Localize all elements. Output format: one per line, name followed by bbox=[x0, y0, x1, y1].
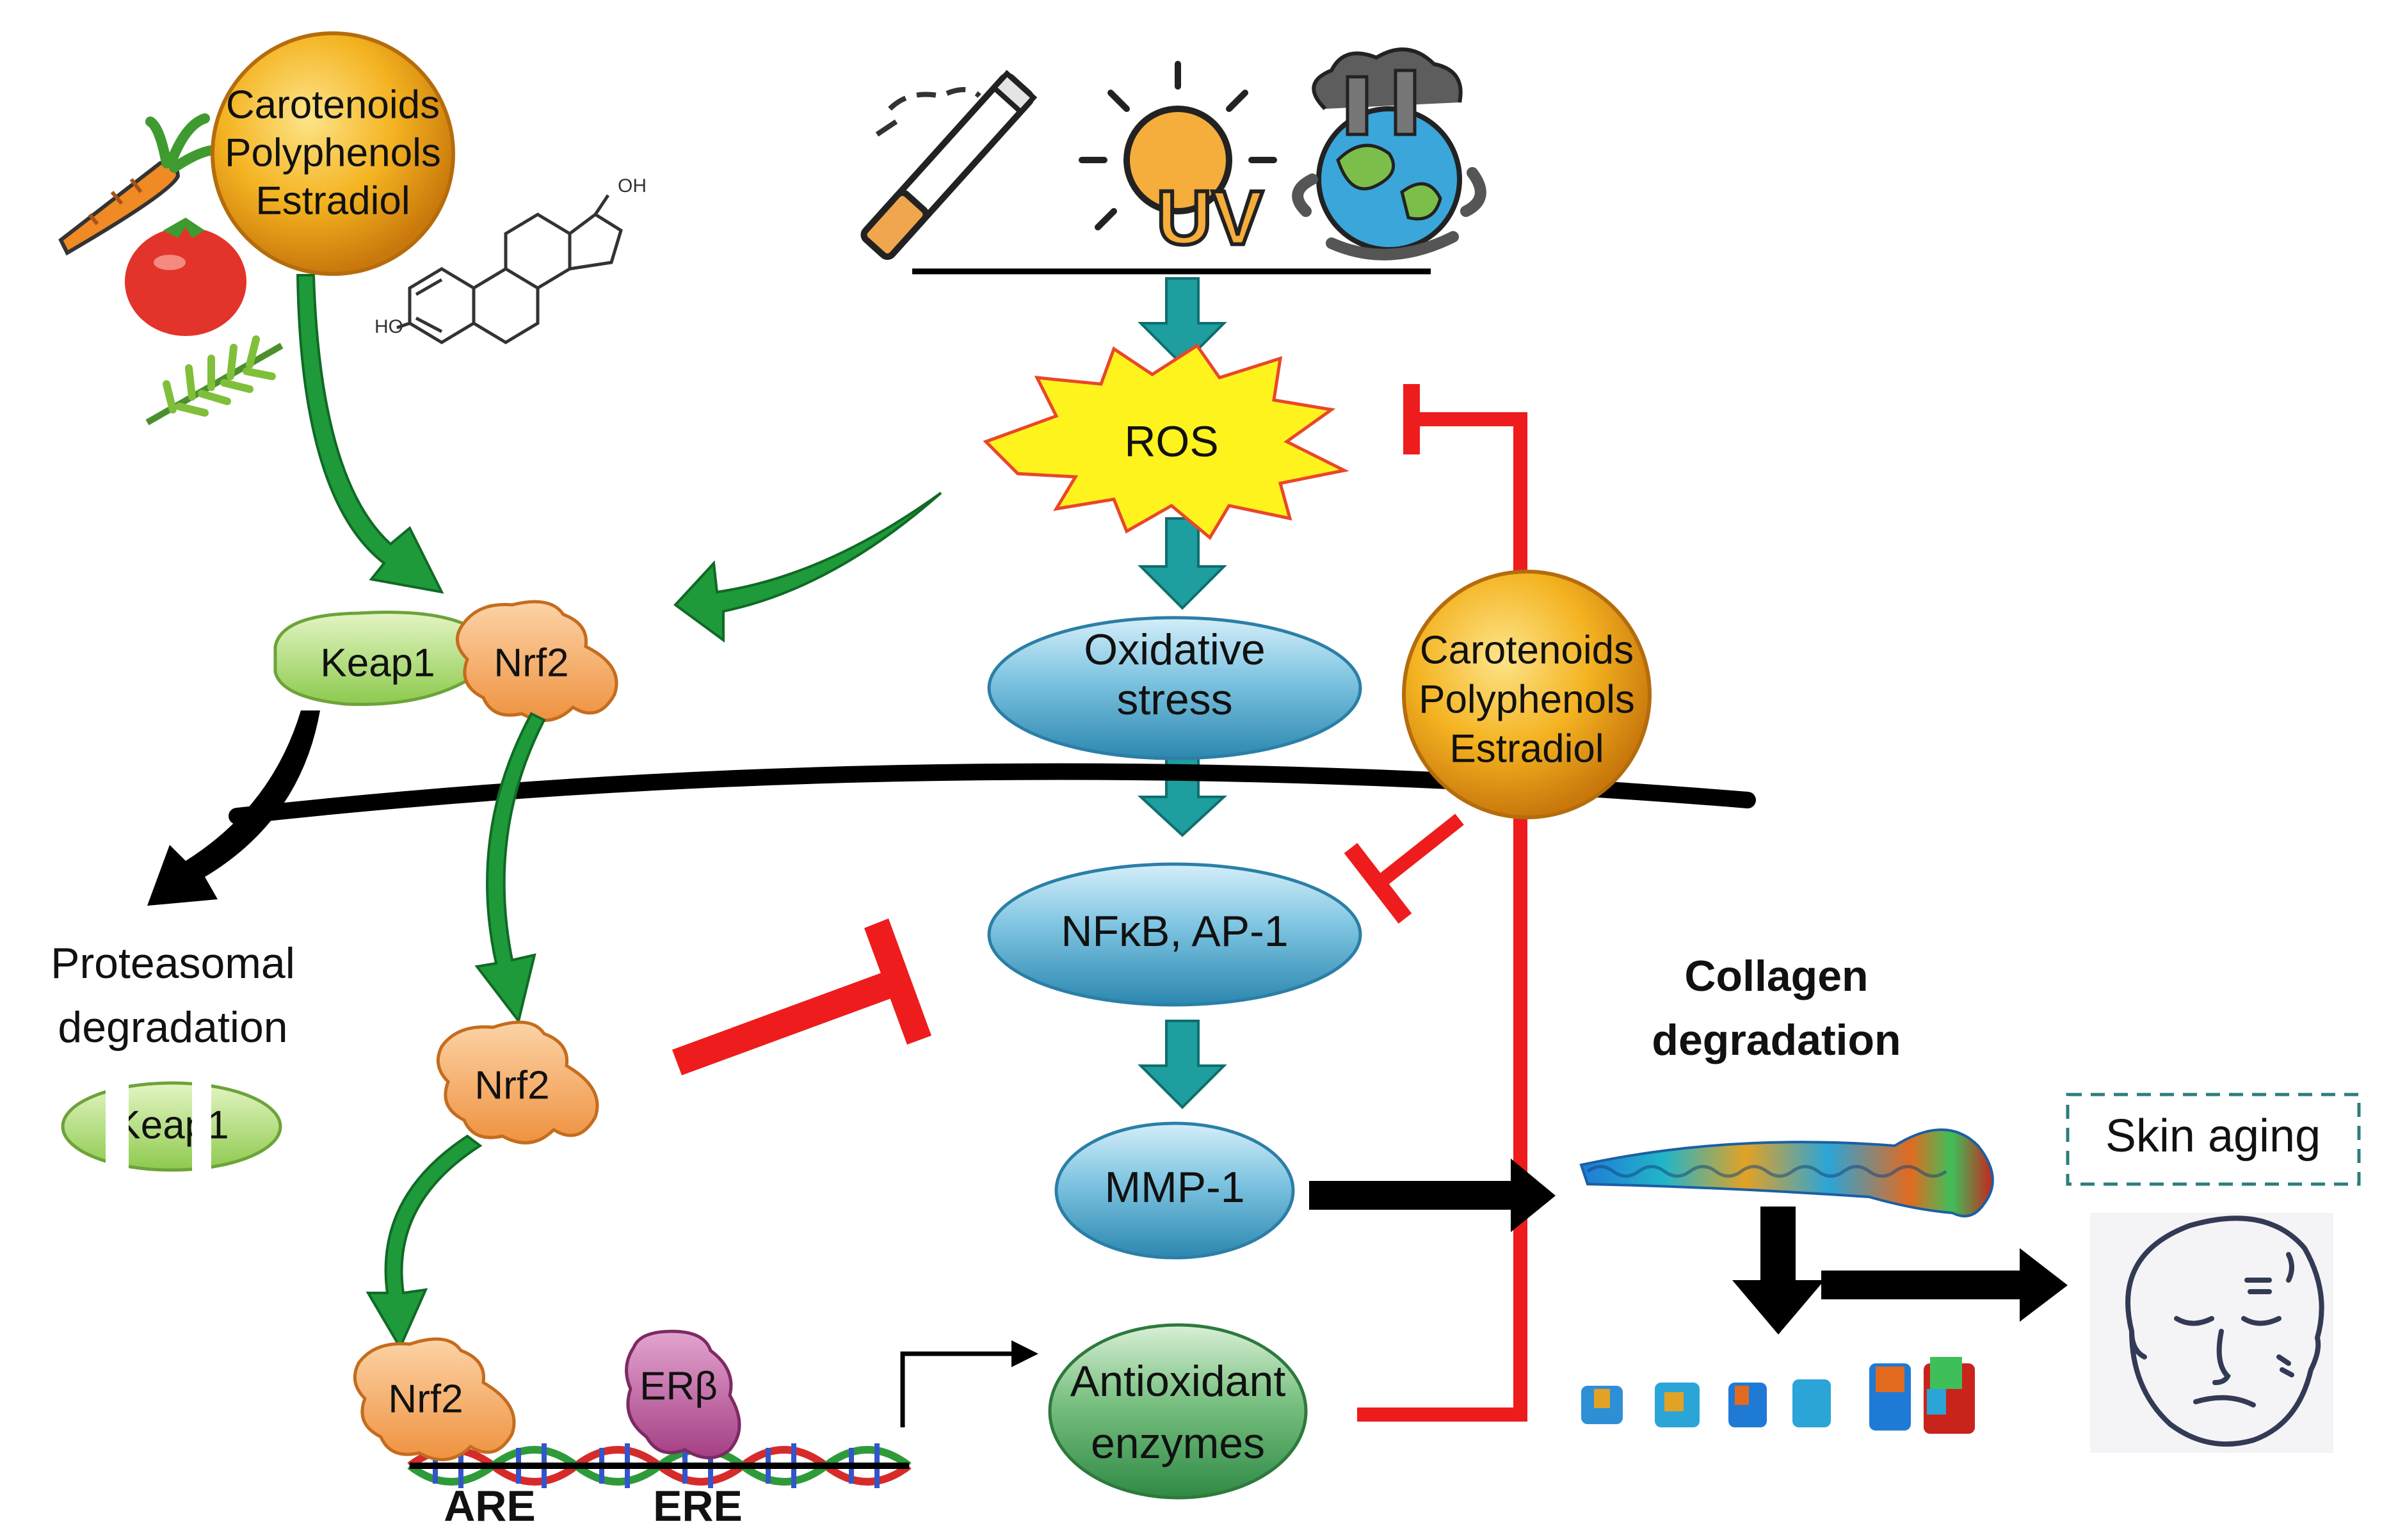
arrow-nfkb-to-mmp1 bbox=[1138, 1020, 1227, 1109]
black-arrow-keap1-to-degradation bbox=[147, 710, 320, 906]
keap1-degraded-label: Keap1 bbox=[114, 1103, 229, 1147]
skin-aging-box: Skin aging bbox=[2066, 1093, 2361, 1186]
nfkb-ap1-node: NFκB, AP-1 bbox=[987, 862, 1362, 1007]
collagen-label-2: degradation bbox=[1652, 1016, 1901, 1064]
proteasomal-label-2: degradation bbox=[58, 1003, 287, 1052]
mmp1-node: MMP-1 bbox=[1054, 1121, 1295, 1260]
rosemary-icon bbox=[145, 335, 284, 426]
arrow-oxstress-to-nfkb bbox=[1137, 754, 1228, 837]
proteasomal-degradation: Proteasomal degradation bbox=[51, 939, 295, 1052]
compound-polyphenols: Polyphenols bbox=[225, 131, 441, 175]
pollution-earth-icon bbox=[1292, 47, 1486, 261]
estradiol-oh-label: OH bbox=[618, 175, 647, 197]
collagen-label-1: Collagen bbox=[1684, 952, 1868, 1000]
compounds-inhibit-nfkb bbox=[1344, 814, 1464, 924]
erb-label: ERβ bbox=[640, 1364, 718, 1408]
dna-helix bbox=[407, 1443, 912, 1488]
ere-label: ERE bbox=[653, 1482, 743, 1530]
estradiol-structure: OH HO bbox=[374, 175, 647, 344]
nrf2-label-bound: Nrf2 bbox=[388, 1377, 463, 1421]
nfkb-ap1-label: NFκB, AP-1 bbox=[1061, 907, 1288, 956]
oxidative-stress-node: Oxidative stress bbox=[987, 616, 1362, 760]
arrow-stressors-to-ros bbox=[1138, 277, 1227, 367]
arrow-to-skin-aging bbox=[1821, 1248, 2068, 1322]
uv-label: UV bbox=[1157, 175, 1264, 261]
compound-estradiol-right: Estradiol bbox=[1449, 726, 1604, 771]
compounds-ball-top: Carotenoids Polyphenols Estradiol bbox=[211, 31, 455, 276]
oxidative-stress-label-2: stress bbox=[1116, 675, 1232, 724]
cigarette-icon bbox=[860, 70, 1038, 260]
compound-polyphenols-right: Polyphenols bbox=[1419, 677, 1635, 721]
nrf2-label-free: Nrf2 bbox=[474, 1063, 549, 1107]
collagen-fragments bbox=[1581, 1357, 1975, 1434]
antioxidant-inhibits-ros bbox=[1357, 384, 1527, 1422]
antioxidant-enzymes-node: Antioxidant enzymes bbox=[1048, 1323, 1308, 1500]
aged-face-icon bbox=[2090, 1213, 2333, 1453]
tomato-icon bbox=[125, 218, 246, 336]
uv-sun-icon: UV bbox=[1079, 61, 1277, 263]
keap1-nrf2-complex: Keap1 Nrf2 bbox=[273, 600, 618, 722]
antioxidant-label-1: Antioxidant bbox=[1070, 1357, 1286, 1406]
green-arrow-compounds-to-complex bbox=[296, 274, 444, 594]
erb-dna-bound: ERβ bbox=[625, 1329, 741, 1459]
ros-label: ROS bbox=[1124, 417, 1218, 466]
collagen-intact bbox=[1579, 1128, 1994, 1217]
mmp1-label: MMP-1 bbox=[1104, 1163, 1244, 1212]
compounds-ball-right: Carotenoids Polyphenols Estradiol bbox=[1402, 570, 1652, 819]
keap1-degraded: Keap1 bbox=[61, 1075, 282, 1178]
proteasomal-label-1: Proteasomal bbox=[51, 939, 295, 988]
transcription-arrow bbox=[900, 1340, 1038, 1427]
keap1-label: Keap1 bbox=[320, 641, 435, 685]
nrf2-free: Nrf2 bbox=[436, 1020, 599, 1144]
nrf2-dna-bound: Nrf2 bbox=[353, 1337, 516, 1461]
compound-estradiol: Estradiol bbox=[255, 179, 410, 223]
green-arrow-ros-to-complex bbox=[673, 492, 942, 643]
nrf2-label-complex: Nrf2 bbox=[494, 641, 568, 685]
compound-carotenoids: Carotenoids bbox=[226, 83, 440, 127]
oxidative-stress-label-1: Oxidative bbox=[1084, 625, 1265, 674]
carrot-icon bbox=[58, 113, 226, 256]
green-arrow-nrf2-to-dna bbox=[366, 1134, 483, 1351]
nrf2-inhibits-nfkb bbox=[672, 918, 931, 1075]
skin-aging-label: Skin aging bbox=[2105, 1111, 2321, 1162]
antioxidant-label-2: enzymes bbox=[1091, 1419, 1265, 1468]
compound-carotenoids-right: Carotenoids bbox=[1420, 628, 1634, 672]
are-label: ARE bbox=[444, 1482, 536, 1530]
green-arrow-nrf2-release bbox=[474, 712, 546, 1024]
teal-arrows bbox=[1137, 277, 1228, 1109]
arrow-collagen-breakdown bbox=[1732, 1207, 1824, 1335]
arrow-mmp1-to-collagen bbox=[1309, 1159, 1556, 1232]
ros-burst: ROS bbox=[983, 343, 1349, 540]
